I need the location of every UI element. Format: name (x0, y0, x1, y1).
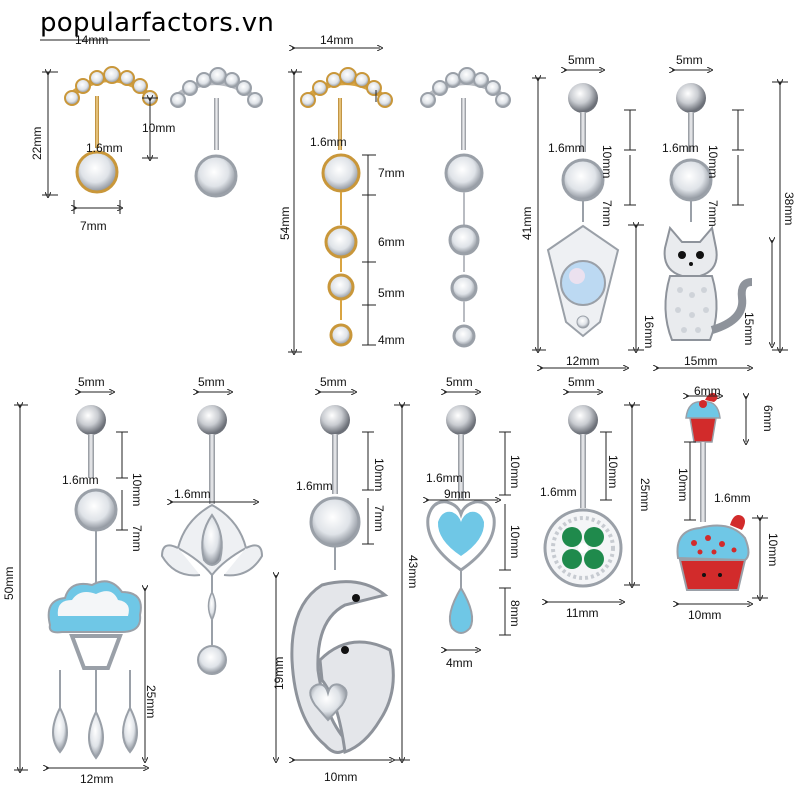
piece-1-dimensions (40, 39, 158, 214)
piece-1-gold-arc (64, 66, 158, 194)
p11-width-label: 11mm (566, 606, 599, 620)
p10-drop-label: 8mm (508, 600, 522, 627)
p6-length-label: 38mm (782, 192, 796, 226)
p7-drop-label: 25mm (144, 685, 158, 719)
piece-12-cupcake (676, 392, 750, 591)
p1-width-label: 14mm (75, 33, 109, 47)
p5-drop-label: 16mm (642, 315, 656, 349)
p9-bar-label: 10mm (372, 458, 386, 492)
p6-bar-label: 10mm (706, 145, 720, 179)
p10-gauge-label: 1.6mm (426, 471, 463, 485)
piece-10-dimensions (426, 392, 511, 650)
piece-5-dimensions (532, 70, 644, 368)
piece-8-lotus (160, 405, 264, 675)
piece-4-silver-dangle (420, 67, 511, 348)
p6-width-label: 15mm (684, 354, 718, 368)
p3-gauge-label: 1.6mm (310, 135, 347, 149)
p8-ball-label: 5mm (198, 375, 225, 389)
p7-length-label: 50mm (2, 566, 16, 600)
piece-5-opal (546, 83, 620, 338)
p10-ball-label: 5mm (446, 375, 473, 389)
p11-ball-label: 5mm (568, 375, 595, 389)
p9-width-label: 10mm (324, 770, 358, 784)
p3-seg3-label: 5mm (378, 286, 405, 300)
p9-length-label: 43mm (406, 555, 420, 589)
p12-bar-label: 10mm (676, 468, 690, 502)
p10-drop-width-label: 4mm (446, 656, 473, 670)
piece-8-dimensions (170, 392, 256, 502)
piece-2-silver-arc (170, 67, 263, 198)
p5-ball-label: 5mm (568, 53, 595, 67)
piece-7-cloud (47, 405, 142, 760)
p6-ball-label: 5mm (676, 53, 703, 67)
p10-heart-width-label: 9mm (444, 487, 471, 501)
piece-10-blue-heart (426, 405, 496, 634)
p12-gauge-label: 1.6mm (714, 491, 751, 505)
p3-seg2-label: 6mm (378, 235, 405, 249)
p9-gauge-label: 1.6mm (296, 479, 333, 493)
p11-gauge-label: 1.6mm (540, 485, 577, 499)
piece-11-clover (543, 405, 623, 588)
p12-bottom-height-label: 10mm (766, 533, 780, 567)
p9-drop-label: 19mm (272, 656, 286, 690)
piece-9-dimensions (276, 392, 410, 760)
p3-width-label: 14mm (320, 33, 354, 47)
p6-drop-label: 15mm (742, 312, 756, 346)
p12-top-label: 6mm (694, 384, 721, 398)
p5-length-label: 41mm (520, 206, 534, 240)
piece-6-cat (663, 83, 753, 341)
p12-top-height-label: 6mm (761, 405, 775, 432)
p1-gauge-label: 1.6mm (86, 141, 123, 155)
p10-bar-label: 10mm (508, 455, 522, 489)
piece-9-dolphin (290, 405, 395, 755)
p6-gem-label: 7mm (706, 200, 720, 227)
p10-heart-height-label: 10mm (508, 525, 522, 559)
piece-7-dimensions (14, 392, 146, 770)
p1-gem-label: 7mm (80, 219, 107, 233)
p1-length-label: 22mm (30, 126, 44, 160)
p1-drop-label: 10mm (142, 121, 176, 135)
p9-gem-label: 7mm (372, 505, 386, 532)
piece-6-dimensions (656, 70, 788, 368)
p5-width-label: 12mm (566, 354, 600, 368)
p7-width-label: 12mm (80, 772, 114, 786)
p7-gauge-label: 1.6mm (62, 473, 99, 487)
p12-width-label: 10mm (688, 608, 722, 622)
p5-gem-label: 7mm (600, 200, 614, 227)
p5-bar-label: 10mm (600, 145, 614, 179)
p7-ball-label: 5mm (78, 375, 105, 389)
piece-11-dimensions (545, 392, 640, 602)
p3-length-label: 54mm (278, 206, 292, 240)
piece-3-dimensions (288, 48, 380, 352)
p11-length-label: 25mm (638, 478, 652, 512)
p3-seg1-label: 7mm (378, 166, 405, 180)
p8-gauge-label: 1.6mm (174, 487, 211, 501)
piece-12-dimensions (676, 396, 768, 604)
piece-3-gold-dangle (300, 67, 393, 347)
p7-gem-label: 7mm (130, 525, 144, 552)
p9-ball-label: 5mm (320, 375, 347, 389)
watermark: popularfactors.vn (40, 8, 275, 38)
p6-gauge-label: 1.6mm (662, 141, 699, 155)
p7-bar-label: 10mm (130, 473, 144, 507)
p5-gauge-label: 1.6mm (548, 141, 585, 155)
p11-bar-label: 10mm (606, 455, 620, 489)
p3-seg4-label: 4mm (378, 333, 405, 347)
